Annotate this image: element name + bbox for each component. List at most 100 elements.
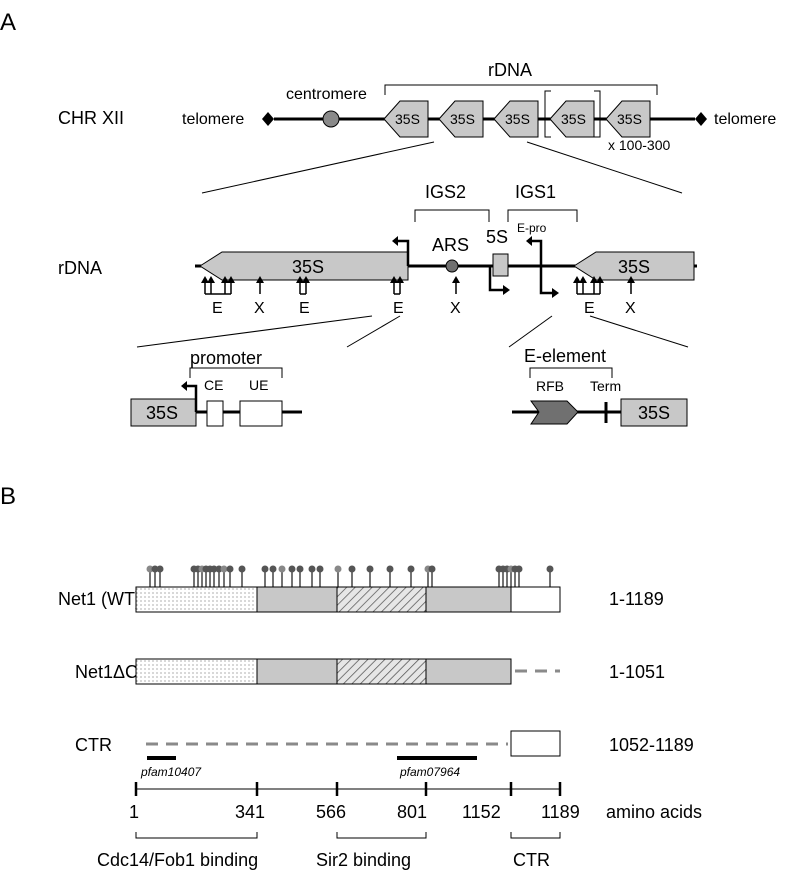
- lollipop-head: [407, 565, 415, 573]
- dctr-domain-sir2: [336, 658, 427, 685]
- igs2-bracket: [414, 209, 490, 222]
- gene-35s-right-label: 35S: [618, 257, 650, 277]
- lollipop-head: [546, 565, 554, 573]
- lollipop-head: [146, 565, 154, 573]
- lollipop-head: [348, 565, 356, 573]
- ctr-box: [510, 730, 561, 757]
- promoter-35s-box: [130, 398, 197, 427]
- centromere-label: centromere: [286, 86, 367, 103]
- construct-ctr: CTR 1052-1189: [75, 730, 694, 757]
- repeat-label-4: 35S: [561, 111, 586, 127]
- copy-number-label: x 100-300: [608, 137, 670, 153]
- promoter-35s-arrowhead: [392, 236, 398, 246]
- site-e-3-label: E: [393, 300, 404, 317]
- repeat-label-5: 35S: [617, 111, 642, 127]
- construct-net1-wt-range: 1-1189: [609, 589, 664, 609]
- axis-tick-label-801: 801: [397, 802, 427, 822]
- lollipop-head: [269, 565, 277, 573]
- site-x-3-label: X: [625, 300, 636, 317]
- phosphosite-lollipops: [146, 565, 554, 587]
- lollipop-head: [366, 565, 374, 573]
- region-label-ctr: CTR: [513, 850, 550, 870]
- repeat-bracket-left: [544, 90, 551, 138]
- telomere-left-label: telomere: [182, 111, 244, 128]
- region-label-sir2: Sir2 binding: [316, 850, 411, 870]
- promoter-35s-label: 35S: [146, 403, 178, 423]
- site-arrows: E X E E: [201, 276, 636, 317]
- zoom-line-right: [526, 141, 683, 194]
- epro-arrowhead-right: [552, 288, 559, 298]
- igs1-bracket: [507, 209, 578, 222]
- eelement-35s-label: 35S: [638, 403, 670, 423]
- lollipop-head: [278, 565, 286, 573]
- region-bracket-cdc14: [135, 832, 258, 839]
- axis-tick-label-1189: 1189: [541, 802, 580, 822]
- lollipop-head: [215, 565, 223, 573]
- site-e-3: E: [390, 276, 404, 317]
- site-e-2: E: [296, 276, 310, 317]
- repeat-bracket-right: [594, 90, 601, 138]
- chromosome-xii: CHR XII telomere telomere centromere rDN…: [58, 60, 776, 194]
- repeat-label-3: 35S: [505, 111, 530, 127]
- pfam10407-label: pfam10407: [140, 765, 202, 779]
- lollipop-head: [428, 565, 436, 573]
- axis-tick-label-1: 1: [129, 802, 139, 822]
- gene-5s-box: [492, 253, 509, 277]
- promoter-zoom-left: [136, 315, 373, 348]
- telomere-right-marker: [695, 112, 707, 126]
- epro-arrowhead-left: [526, 236, 532, 246]
- lollipop-head: [156, 565, 164, 573]
- construct-net1-dctr-range: 1-1051: [609, 662, 665, 682]
- region-label-cdc14: Cdc14/Fob1 binding: [97, 850, 258, 870]
- igs1-label: IGS1: [515, 182, 556, 202]
- rdna-unit-label: rDNA: [58, 258, 102, 278]
- ue-box: [239, 400, 283, 427]
- wt-domain-sir2: [336, 586, 427, 613]
- repeat-arrow-1: [383, 100, 429, 138]
- site-e-2-label: E: [299, 300, 310, 317]
- construct-ctr-range: 1052-1189: [609, 735, 694, 755]
- construct-net1-wt: Net1 (WT) 1-1189: [58, 586, 664, 613]
- zoom-line-left: [201, 141, 435, 194]
- panel-b-label: B: [0, 483, 16, 510]
- term-label: Term: [590, 378, 621, 394]
- lollipop-head: [334, 565, 342, 573]
- dctr-domain-middle-1: [256, 658, 338, 685]
- dctr-domain-n-terminal: [135, 658, 258, 685]
- repeat-arrow-5: [605, 100, 651, 138]
- site-e-4-label: E: [584, 300, 595, 317]
- repeat-arrow-3: [493, 100, 539, 138]
- ars-marker: [445, 259, 459, 273]
- repeat-arrow-2: [438, 100, 484, 138]
- lollipop-head: [226, 565, 234, 573]
- site-x-2: X: [450, 276, 461, 317]
- pfam-domains: pfam10407 pfam07964: [140, 756, 477, 779]
- pfam07964-label: pfam07964: [399, 765, 460, 779]
- rfb-shape: [530, 400, 579, 425]
- wt-domain-middle-2: [425, 586, 512, 613]
- epro-arrow-right: [539, 266, 555, 295]
- epro-label: E-pro: [517, 221, 547, 235]
- lollipop-head: [210, 565, 218, 573]
- eelement-zoom-right: [589, 315, 689, 348]
- site-e-4: E: [573, 276, 604, 317]
- telomere-left-marker: [262, 112, 274, 126]
- repeat-label-2: 35S: [450, 111, 475, 127]
- construct-net1-dctr: Net1ΔCTR 1-1051: [75, 658, 665, 685]
- eelement-detail: E-element RFB Term 35S: [512, 346, 688, 427]
- site-e-1: E: [201, 276, 235, 317]
- ce-box: [206, 400, 224, 427]
- promoter-title: promoter: [190, 348, 262, 368]
- panel-a-label: A: [0, 9, 16, 36]
- region-bracket-ctr: [510, 832, 561, 839]
- rdna-bracket-label: rDNA: [488, 60, 532, 80]
- rfb-label: RFB: [536, 378, 564, 394]
- gene-35s-left-label: 35S: [292, 257, 324, 277]
- promoter-tss-arrowhead: [181, 381, 187, 391]
- region-bracket-sir2: [336, 832, 427, 839]
- repeat-arrow-4: [549, 100, 595, 138]
- rdna-bracket: [384, 84, 658, 95]
- lollipop-head: [296, 565, 304, 573]
- ars-label: ARS: [432, 235, 469, 255]
